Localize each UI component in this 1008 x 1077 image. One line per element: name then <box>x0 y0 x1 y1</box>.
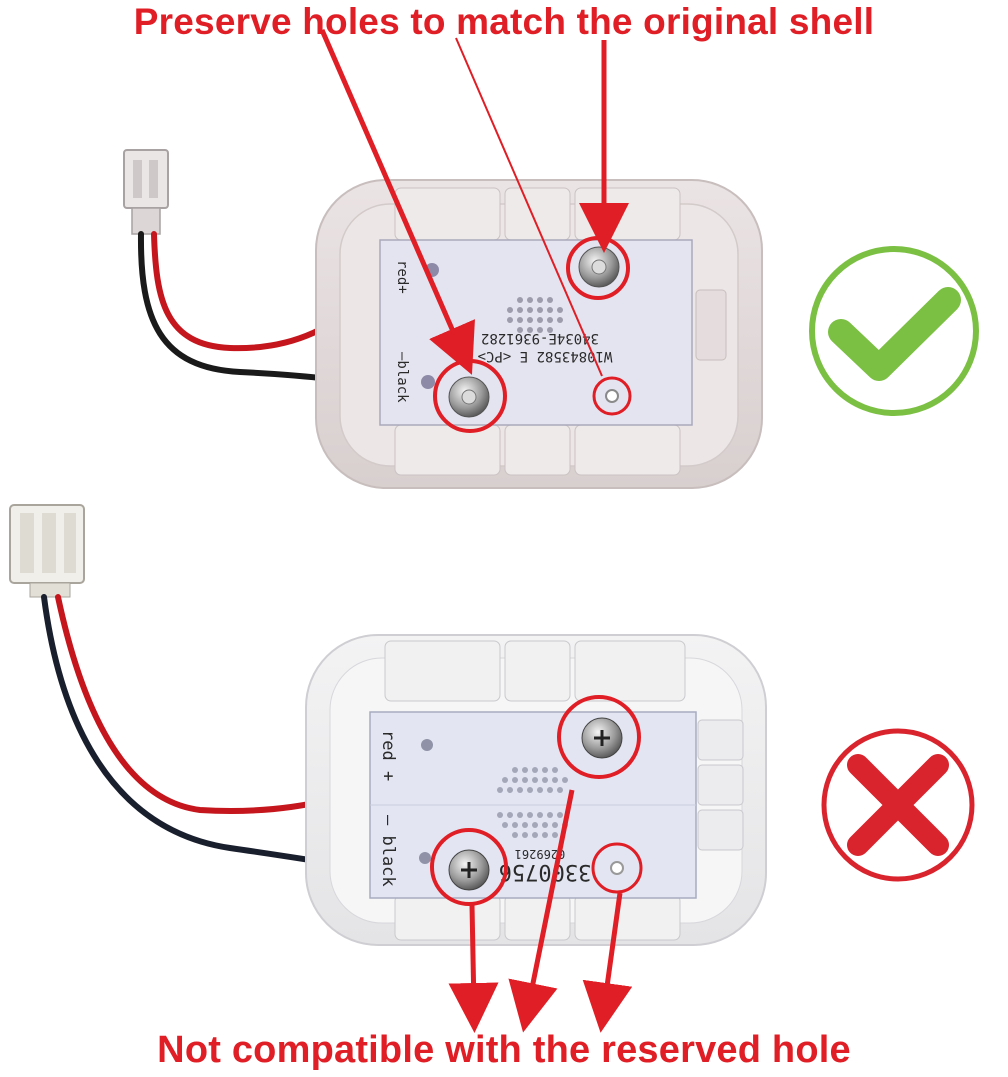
top-light-assembly: W10843582 E <PC> 34034E-9361282 red+ –bl… <box>123 149 763 489</box>
top-caption: Preserve holes to match the original she… <box>133 1 875 42</box>
bottom-label-red: red + <box>378 730 398 781</box>
bottom-connector <box>9 504 85 598</box>
bottom-screw-upper <box>581 717 623 759</box>
bottom-pcb-part-small: 0269261 <box>515 847 566 861</box>
top-screw-upper <box>578 246 620 288</box>
bottom-shell-clips-upper <box>384 640 686 702</box>
bottom-pcb-part-main: 3300756 <box>499 859 592 884</box>
top-reserved-hole <box>605 389 619 403</box>
bottom-light-assembly: 0269261 3300756 red + – black <box>9 504 767 946</box>
bottom-screw-lower <box>448 849 490 891</box>
bottom-label-black: – black <box>378 815 398 887</box>
top-shell-clips-upper <box>394 187 681 241</box>
bottom-reserved-hole <box>610 861 624 875</box>
bottom-caption: Not compatible with the reserved hole <box>157 1029 851 1071</box>
top-screw-lower <box>448 376 490 418</box>
top-label-black: –black <box>394 352 410 403</box>
top-led-pad-grid <box>507 297 563 333</box>
check-mark-icon <box>809 246 979 416</box>
x-mark-icon <box>821 728 975 882</box>
bottom-shell-clips-lower <box>394 894 681 941</box>
top-pcb-part-line1: W10843582 E <PC> <box>478 348 613 364</box>
top-pcb-part-line2: 34034E-9361282 <box>481 330 599 346</box>
bottom-shell-side-ribs <box>697 719 744 851</box>
top-connector <box>123 149 169 235</box>
top-annotation-arrows <box>319 29 629 377</box>
top-shell-clips-lower <box>394 424 681 476</box>
bottom-annotation-arrows <box>448 789 633 1033</box>
top-label-red: red+ <box>394 260 410 294</box>
